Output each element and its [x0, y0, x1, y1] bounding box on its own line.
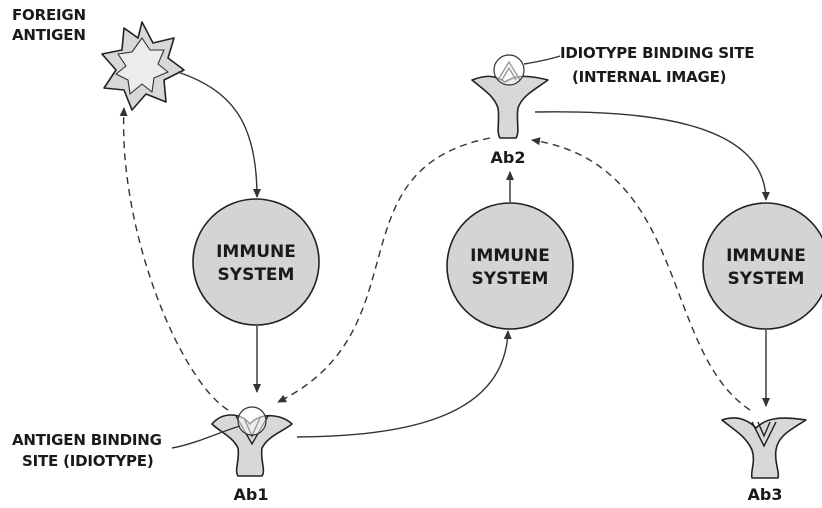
immune-system-2-line2: SYSTEM [472, 269, 549, 289]
idiotype-site-pointer [523, 55, 561, 65]
immune-system-node-3: IMMUNE SYSTEM [702, 202, 822, 330]
antigen-binding-site-label-line2: SITE (IDIOTYPE) [22, 452, 154, 470]
dashed-ab1-to-antigen [119, 107, 229, 411]
ab1-antibody-shape [211, 406, 293, 477]
arrow-ab1-to-immune2 [296, 330, 512, 438]
ab2-antibody-shape [471, 54, 549, 139]
arrow-ab2-to-immune3 [534, 111, 770, 201]
ab2-label: Ab2 [491, 148, 526, 167]
antigen-site-pointer [171, 425, 241, 449]
immune-system-3-line2: SYSTEM [728, 269, 805, 289]
immune-system-node-2: IMMUNE SYSTEM [446, 202, 574, 330]
immune-system-node-1: IMMUNE SYSTEM [192, 198, 320, 326]
ab3-label: Ab3 [748, 485, 783, 504]
arrow-antigen-to-immune1 [177, 71, 261, 198]
idiotype-site-label-line2: (INTERNAL IMAGE) [572, 68, 726, 86]
ab3-antibody-shape [721, 417, 807, 479]
immune-system-1-line2: SYSTEM [218, 265, 295, 285]
immune-system-1-line1: IMMUNE [216, 242, 296, 262]
foreign-antigen-label-line1: FOREIGN [12, 6, 86, 24]
immune-system-3-line1: IMMUNE [726, 246, 806, 266]
foreign-antigen-star [101, 21, 185, 111]
ab1-label: Ab1 [234, 485, 269, 504]
dashed-ab2-to-ab1 [277, 137, 491, 403]
immune-system-2-line1: IMMUNE [470, 246, 550, 266]
antigen-binding-site-label-line1: ANTIGEN BINDING [12, 431, 162, 449]
foreign-antigen-label-line2: ANTIGEN [12, 26, 86, 44]
dashed-ab3-to-ab2 [531, 137, 751, 411]
idiotype-site-label-line1: IDIOTYPE BINDING SITE [560, 44, 754, 62]
ab1-binding-site-circle [237, 406, 267, 436]
ab2-binding-site-circle [493, 54, 525, 86]
